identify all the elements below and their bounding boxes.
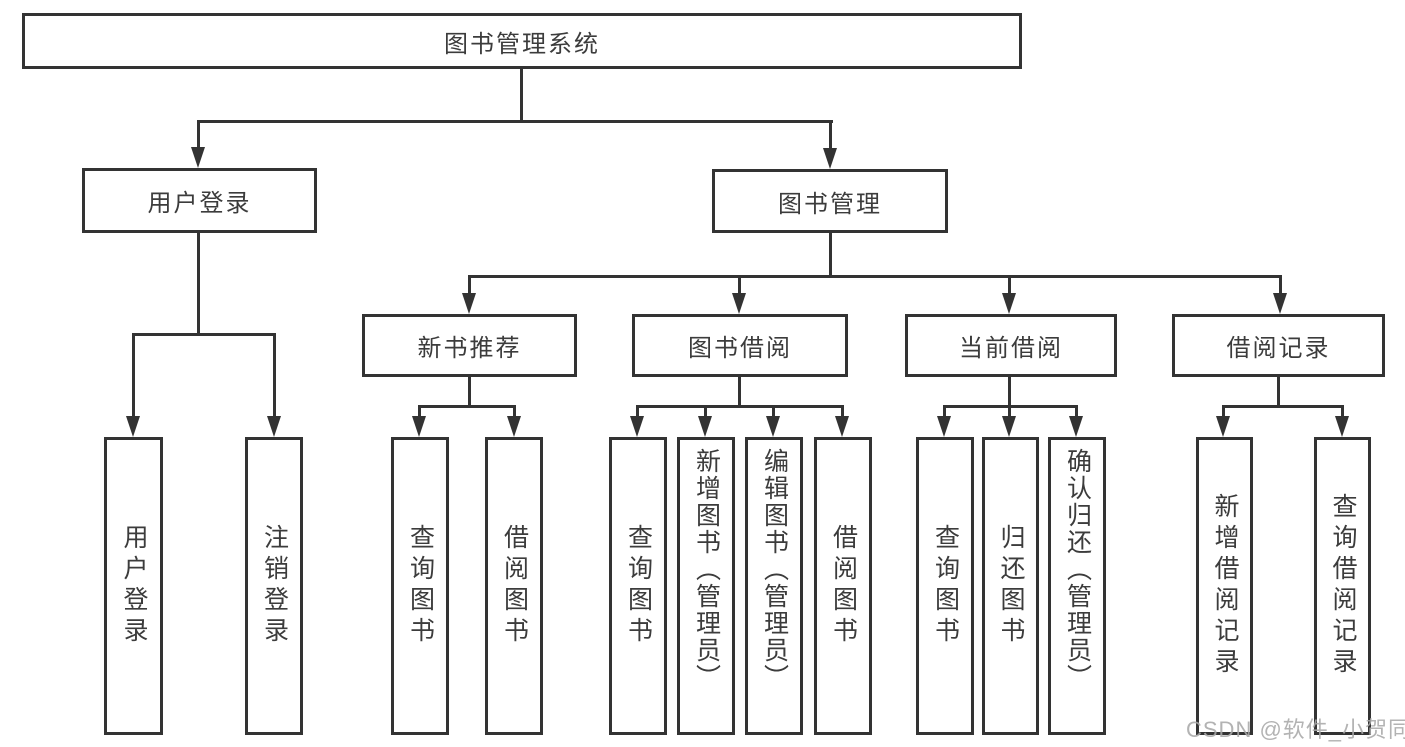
connector-line [468,376,471,408]
leaf-record-add-label: 新增借阅记录 [1211,493,1239,679]
leaf-current-confirm-admin-label: 确认归还（管理员） [1063,448,1092,691]
leaf-user-login-label: 用户登录 [120,524,148,648]
leaf-record-add: 新增借阅记录 [1196,437,1253,735]
leaf-newbook-borrow: 借阅图书 [485,437,543,735]
leaf-logout-label: 注销登录 [260,524,289,648]
leaf-newbook-query-label: 查询图书 [406,524,435,648]
leaf-current-query: 查询图书 [916,437,974,735]
leaf-borrow-query-label: 查询图书 [624,524,653,648]
connector-line [1222,405,1225,419]
leaf-borrow-borrow: 借阅图书 [814,437,872,735]
connector-line [636,405,844,408]
leaf-record-query: 查询借阅记录 [1314,437,1371,735]
connector-line [1277,374,1280,408]
arrow-down-icon [698,416,712,437]
connector-line [468,275,1282,278]
connector-line [1075,405,1078,419]
arrow-down-icon [267,416,281,437]
node-book-borrow: 图书借阅 [632,314,848,377]
node-current-borrow-label: 当前借阅 [959,335,1063,362]
node-user-login-label: 用户登录 [147,190,252,217]
connector-line [829,232,832,278]
connector-line [841,405,844,419]
connector-line [1341,405,1344,419]
connector-line [738,275,741,296]
leaf-borrow-borrow-label: 借阅图书 [829,524,858,648]
connector-line [1008,376,1011,408]
connector-line [132,333,276,336]
node-current-borrow: 当前借阅 [905,314,1117,377]
leaf-borrow-edit-admin: 编辑图书（管理员） [745,437,803,735]
arrow-down-icon [1002,293,1016,314]
arrow-down-icon [937,416,951,437]
leaf-record-query-label: 查询借阅记录 [1329,493,1357,679]
leaf-current-query-label: 查询图书 [931,524,960,648]
arrow-down-icon [766,416,780,437]
node-book-management-label: 图书管理 [778,190,882,218]
arrow-down-icon [1002,416,1016,437]
connector-line [418,405,516,408]
node-borrow-records: 借阅记录 [1172,314,1385,377]
leaf-newbook-query: 查询图书 [391,437,449,735]
leaf-borrow-edit-admin-label: 编辑图书（管理员） [760,448,789,691]
connector-line [197,120,833,123]
arrow-down-icon [507,416,521,437]
arrow-down-icon [835,416,849,437]
arrow-down-icon [823,148,837,169]
arrow-down-icon [732,293,746,314]
arrow-down-icon [412,416,426,437]
connector-line [197,120,200,150]
connector-line [132,333,135,419]
arrow-down-icon [1069,416,1083,437]
arrow-down-icon [1273,293,1287,314]
node-new-book-recommend: 新书推荐 [362,314,577,377]
connector-line [772,405,775,419]
leaf-borrow-add-admin: 新增图书（管理员） [677,437,735,735]
connector-line [636,405,639,419]
leaf-current-return: 归还图书 [982,437,1039,735]
connector-line [273,333,276,419]
leaf-current-return-label: 归还图书 [997,524,1025,648]
node-borrow-records-label: 借阅记录 [1226,335,1331,362]
leaf-borrow-add-admin-label: 新增图书（管理员） [692,448,721,691]
arrow-down-icon [462,293,476,314]
connector-line [1222,405,1344,408]
arrow-down-icon [1335,416,1349,437]
connector-line [520,68,523,123]
leaf-current-confirm-admin: 确认归还（管理员） [1048,437,1106,735]
node-book-management: 图书管理 [712,169,948,233]
connector-line [738,376,741,408]
node-new-book-recommend-label: 新书推荐 [417,335,522,362]
leaf-newbook-borrow-label: 借阅图书 [500,524,529,648]
arrow-down-icon [126,416,140,437]
leaf-logout: 注销登录 [245,437,303,735]
connector-line [1279,275,1282,296]
connector-line [468,275,471,296]
leaf-user-login: 用户登录 [104,437,163,735]
node-user-login: 用户登录 [82,168,317,233]
arrow-down-icon [1216,416,1230,437]
connector-line [1008,405,1011,419]
node-root: 图书管理系统 [22,13,1022,69]
node-book-borrow-label: 图书借阅 [688,335,792,362]
connector-line [943,405,946,419]
arrow-down-icon [630,416,644,437]
connector-line [513,405,516,419]
connector-line [197,232,200,335]
connector-line [829,120,832,151]
connector-line [704,405,707,419]
csdn-watermark: CSDN @软件_小贺同学 [1186,717,1405,742]
connector-line [1008,275,1011,296]
leaf-borrow-query: 查询图书 [609,437,667,735]
connector-line [418,405,421,419]
arrow-down-icon [191,147,205,168]
node-root-label: 图书管理系统 [444,30,600,58]
